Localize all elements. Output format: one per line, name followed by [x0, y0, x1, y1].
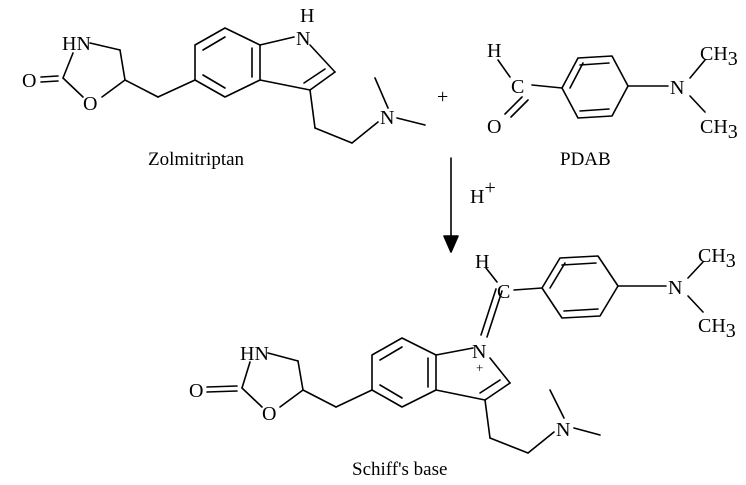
schiff-oxazolidinone-ring	[206, 352, 304, 408]
pdab-methyl-bottom-label: CH3	[700, 116, 738, 143]
schiff-benzene-ring	[371, 337, 437, 408]
pdab-structure	[497, 55, 706, 119]
zolmitriptan-oxazolidinone-ring	[40, 42, 126, 98]
zolmitriptan-amine-n-label: N	[380, 107, 394, 129]
pdab-aldehyde-o-label: O	[487, 116, 501, 138]
schiff-methyl-top-label: CH3	[698, 245, 736, 272]
catalyst-label: H+	[470, 177, 496, 208]
pdab-aldehyde-h-label: H	[487, 40, 501, 62]
zolmitriptan-carbonyl-o-label: O	[22, 70, 36, 92]
zolmitriptan-side-chain	[309, 77, 426, 144]
reaction-arrow	[443, 157, 459, 253]
schiff-aryl-ring	[541, 255, 619, 319]
pdab-benzene-ring	[561, 55, 629, 119]
zolmitriptan-name: Zolmitriptan	[148, 149, 245, 170]
schiff-base-structure	[206, 255, 704, 454]
schiff-base-name: Schiff's base	[352, 459, 447, 480]
pdab-methyl-top-label: CH3	[700, 43, 738, 70]
zolmitriptan-structure: HN O O H N	[22, 5, 426, 144]
schiff-pyrrole-ring	[435, 347, 511, 401]
schiff-positive-charge: +	[476, 360, 483, 375]
pdab-aldehyde-c-label: C	[511, 76, 524, 98]
schiff-methyl-bottom-label: CH3	[698, 315, 736, 342]
schiff-side-chain	[484, 389, 601, 454]
schiff-carbonyl-o-label: O	[189, 380, 203, 402]
zolmitriptan-indole-h-label: H	[300, 5, 314, 27]
pdab-amine-n-label: N	[670, 77, 684, 99]
zolmitriptan-nh-label: HN	[62, 33, 91, 55]
schiff-iminium-bond	[480, 267, 543, 338]
zolmitriptan-pyrrole-ring	[259, 36, 336, 91]
zolmitriptan-indole-n-label: N	[296, 28, 310, 50]
zolmitriptan-benzene-ring	[194, 27, 261, 98]
zolmitriptan-methylene-linker	[124, 79, 196, 98]
schiff-imine-c-label: C	[497, 281, 510, 303]
schiff-iminium-n-label: N	[472, 341, 486, 363]
plus-sign: +	[437, 86, 448, 108]
schiff-nh-label: HN	[240, 343, 269, 365]
pdab-name: PDAB	[560, 149, 611, 170]
zolmitriptan-ring-o-label: O	[83, 93, 97, 115]
schiff-ring-o-label: O	[262, 403, 276, 425]
schiff-imine-h-label: H	[475, 251, 489, 273]
schiff-dimethyl-n-label: N	[668, 277, 682, 299]
schiff-amine-n-label: N	[556, 419, 570, 441]
